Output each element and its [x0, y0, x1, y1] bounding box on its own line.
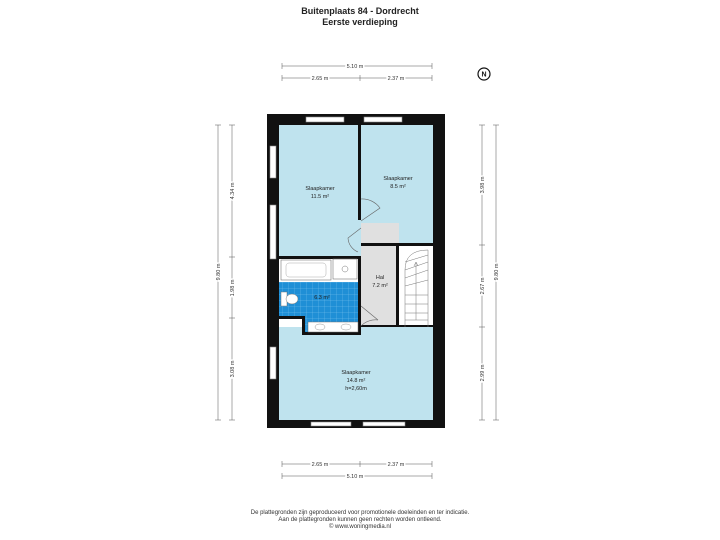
- plan-title: Buitenplaats 84 - Dordrecht: [301, 6, 419, 16]
- bathtub: [280, 259, 332, 281]
- plan-subtitle: Eerste verdieping: [322, 17, 398, 27]
- hall-name: Hal: [376, 275, 384, 281]
- bedroom3-name: Slaapkamer: [341, 370, 371, 376]
- left-dimension-lines: [215, 124, 235, 421]
- bedroom1-area: [279, 125, 361, 258]
- toilet-bowl: [285, 293, 299, 305]
- bedroom3-height-label: h=2,60m: [345, 386, 367, 392]
- compass-letter: N: [481, 72, 486, 79]
- dim-top-right: 2.37 m: [388, 76, 405, 82]
- footer-disclaimer-2: Aan de plattegronden kunnen geen rechten…: [278, 517, 442, 523]
- dim-left-middle: 1.98 m: [230, 279, 236, 296]
- bedroom1-area-label: 11.5 m²: [311, 194, 329, 200]
- right-dimension-lines: [479, 124, 499, 421]
- bathroom-fixtures: [280, 258, 359, 333]
- footer-disclaimer-1: De plattegronden zijn geproduceerd voor …: [250, 510, 470, 516]
- shower-tray: [332, 258, 358, 280]
- bedroom3-area: [279, 327, 433, 420]
- dim-bottom-left: 2.65 m: [312, 462, 329, 468]
- footer-copyright: © www.woningmedia.nl: [328, 524, 392, 530]
- dim-right-middle: 2.67 m: [480, 277, 486, 294]
- hall-area: [361, 223, 399, 327]
- bedroom3-area-label: 14.8 m²: [347, 378, 366, 384]
- dim-left-upper: 4.34 m: [230, 182, 236, 199]
- stairs: [404, 249, 429, 327]
- dim-bottom-total: 5.10 m: [347, 474, 364, 480]
- dim-bottom-right: 2.37 m: [388, 462, 405, 468]
- dim-right-lower: 2.99 m: [480, 364, 486, 381]
- bedroom2-area-label: 8.5 m²: [390, 184, 406, 190]
- dim-top-left: 2.65 m: [312, 76, 329, 82]
- windows: [269, 116, 406, 427]
- hall-area-label: 7.2 m²: [372, 283, 388, 289]
- doors: [347, 198, 381, 327]
- bedroom2-name: Slaapkamer: [383, 176, 413, 182]
- dim-left-lower: 3.08 m: [230, 360, 236, 377]
- dim-right-total: 9.80 m: [494, 263, 500, 280]
- dim-right-upper: 3.98 m: [480, 176, 486, 193]
- bedroom1-name: Slaapkamer: [305, 186, 335, 192]
- vanity: [307, 321, 359, 333]
- bathroom-area-label: 6.3 m²: [314, 295, 330, 301]
- compass-icon: N: [471, 61, 497, 87]
- bottom-dimension-lines: [281, 461, 433, 479]
- dim-top-total: 5.10 m: [347, 64, 364, 70]
- top-dimension-lines: [281, 63, 433, 81]
- dim-left-total: 9.80 m: [216, 263, 222, 280]
